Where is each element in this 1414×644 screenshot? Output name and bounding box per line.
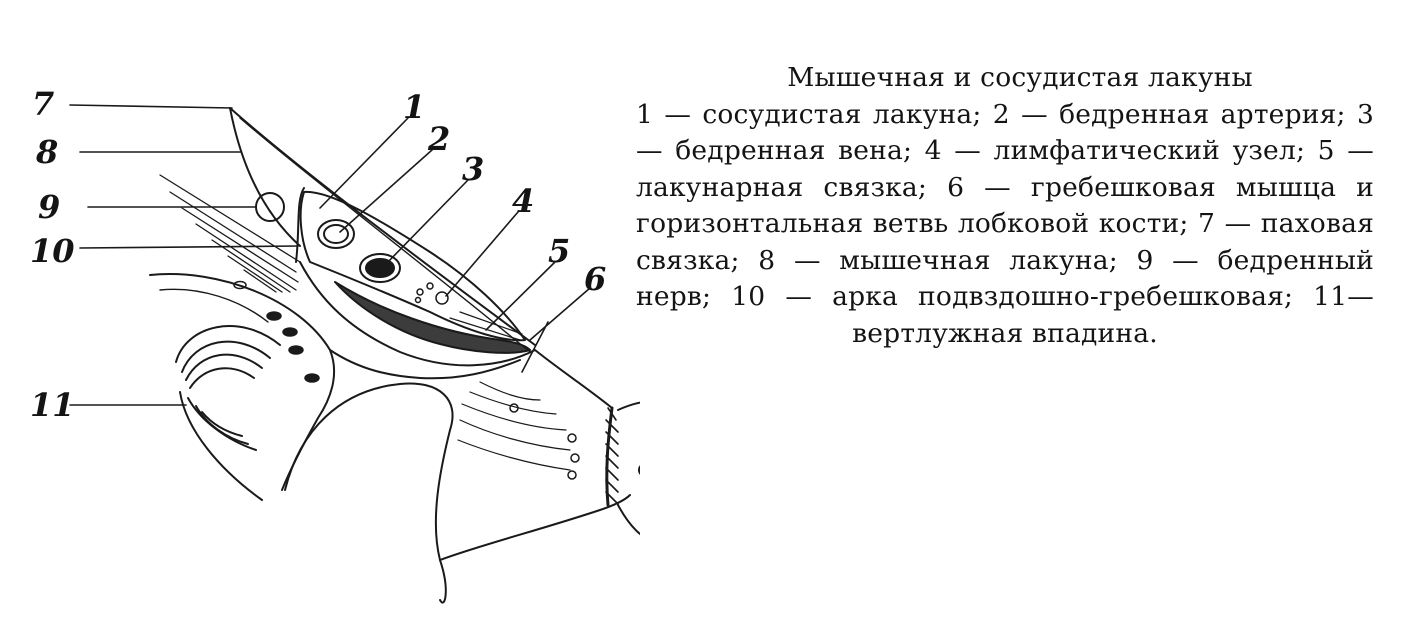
label-4: 4: [512, 182, 534, 220]
label-6: 6: [584, 260, 606, 298]
femoral-vein: [359, 253, 401, 283]
acetabulum: [149, 273, 335, 501]
figure-caption: Мышечная и сосудистая лакуны 1 — сосудис…: [636, 60, 1374, 352]
iliopectineal-arch: [295, 187, 305, 263]
label-1: 1: [403, 88, 425, 126]
vascular-lacuna: [299, 190, 526, 342]
bone-texture: [233, 280, 580, 480]
lymph-node: [414, 282, 449, 305]
figure-labels: 1 2 3 4 5 6 7 8 9 10 11: [30, 85, 606, 424]
pubic-symphysis: [617, 401, 640, 536]
femoral-artery: [317, 219, 355, 249]
label-3: 3: [462, 150, 484, 188]
label-8: 8: [35, 133, 58, 171]
caption-body: 1 — сосудистая лакуна; 2 — бедренная арт…: [636, 98, 1374, 349]
iliopsoas-muscle: [159, 174, 301, 293]
femoral-nerve: [255, 192, 285, 222]
lacunar-ligament: [334, 281, 531, 354]
label-9: 9: [38, 188, 60, 226]
label-2: 2: [427, 120, 450, 158]
caption-title: Мышечная и сосудистая лакуны: [787, 62, 1253, 93]
inguinal-ligament: [229, 107, 536, 353]
leader-lines: [69, 104, 591, 406]
label-10: 10: [30, 232, 75, 270]
pubic-bone: [284, 261, 631, 604]
label-7: 7: [32, 85, 54, 123]
label-5: 5: [548, 232, 570, 270]
anatomy-figure: 1 2 3 4 5 6 7 8 9 10 11: [30, 85, 640, 604]
label-11: 11: [30, 386, 75, 424]
